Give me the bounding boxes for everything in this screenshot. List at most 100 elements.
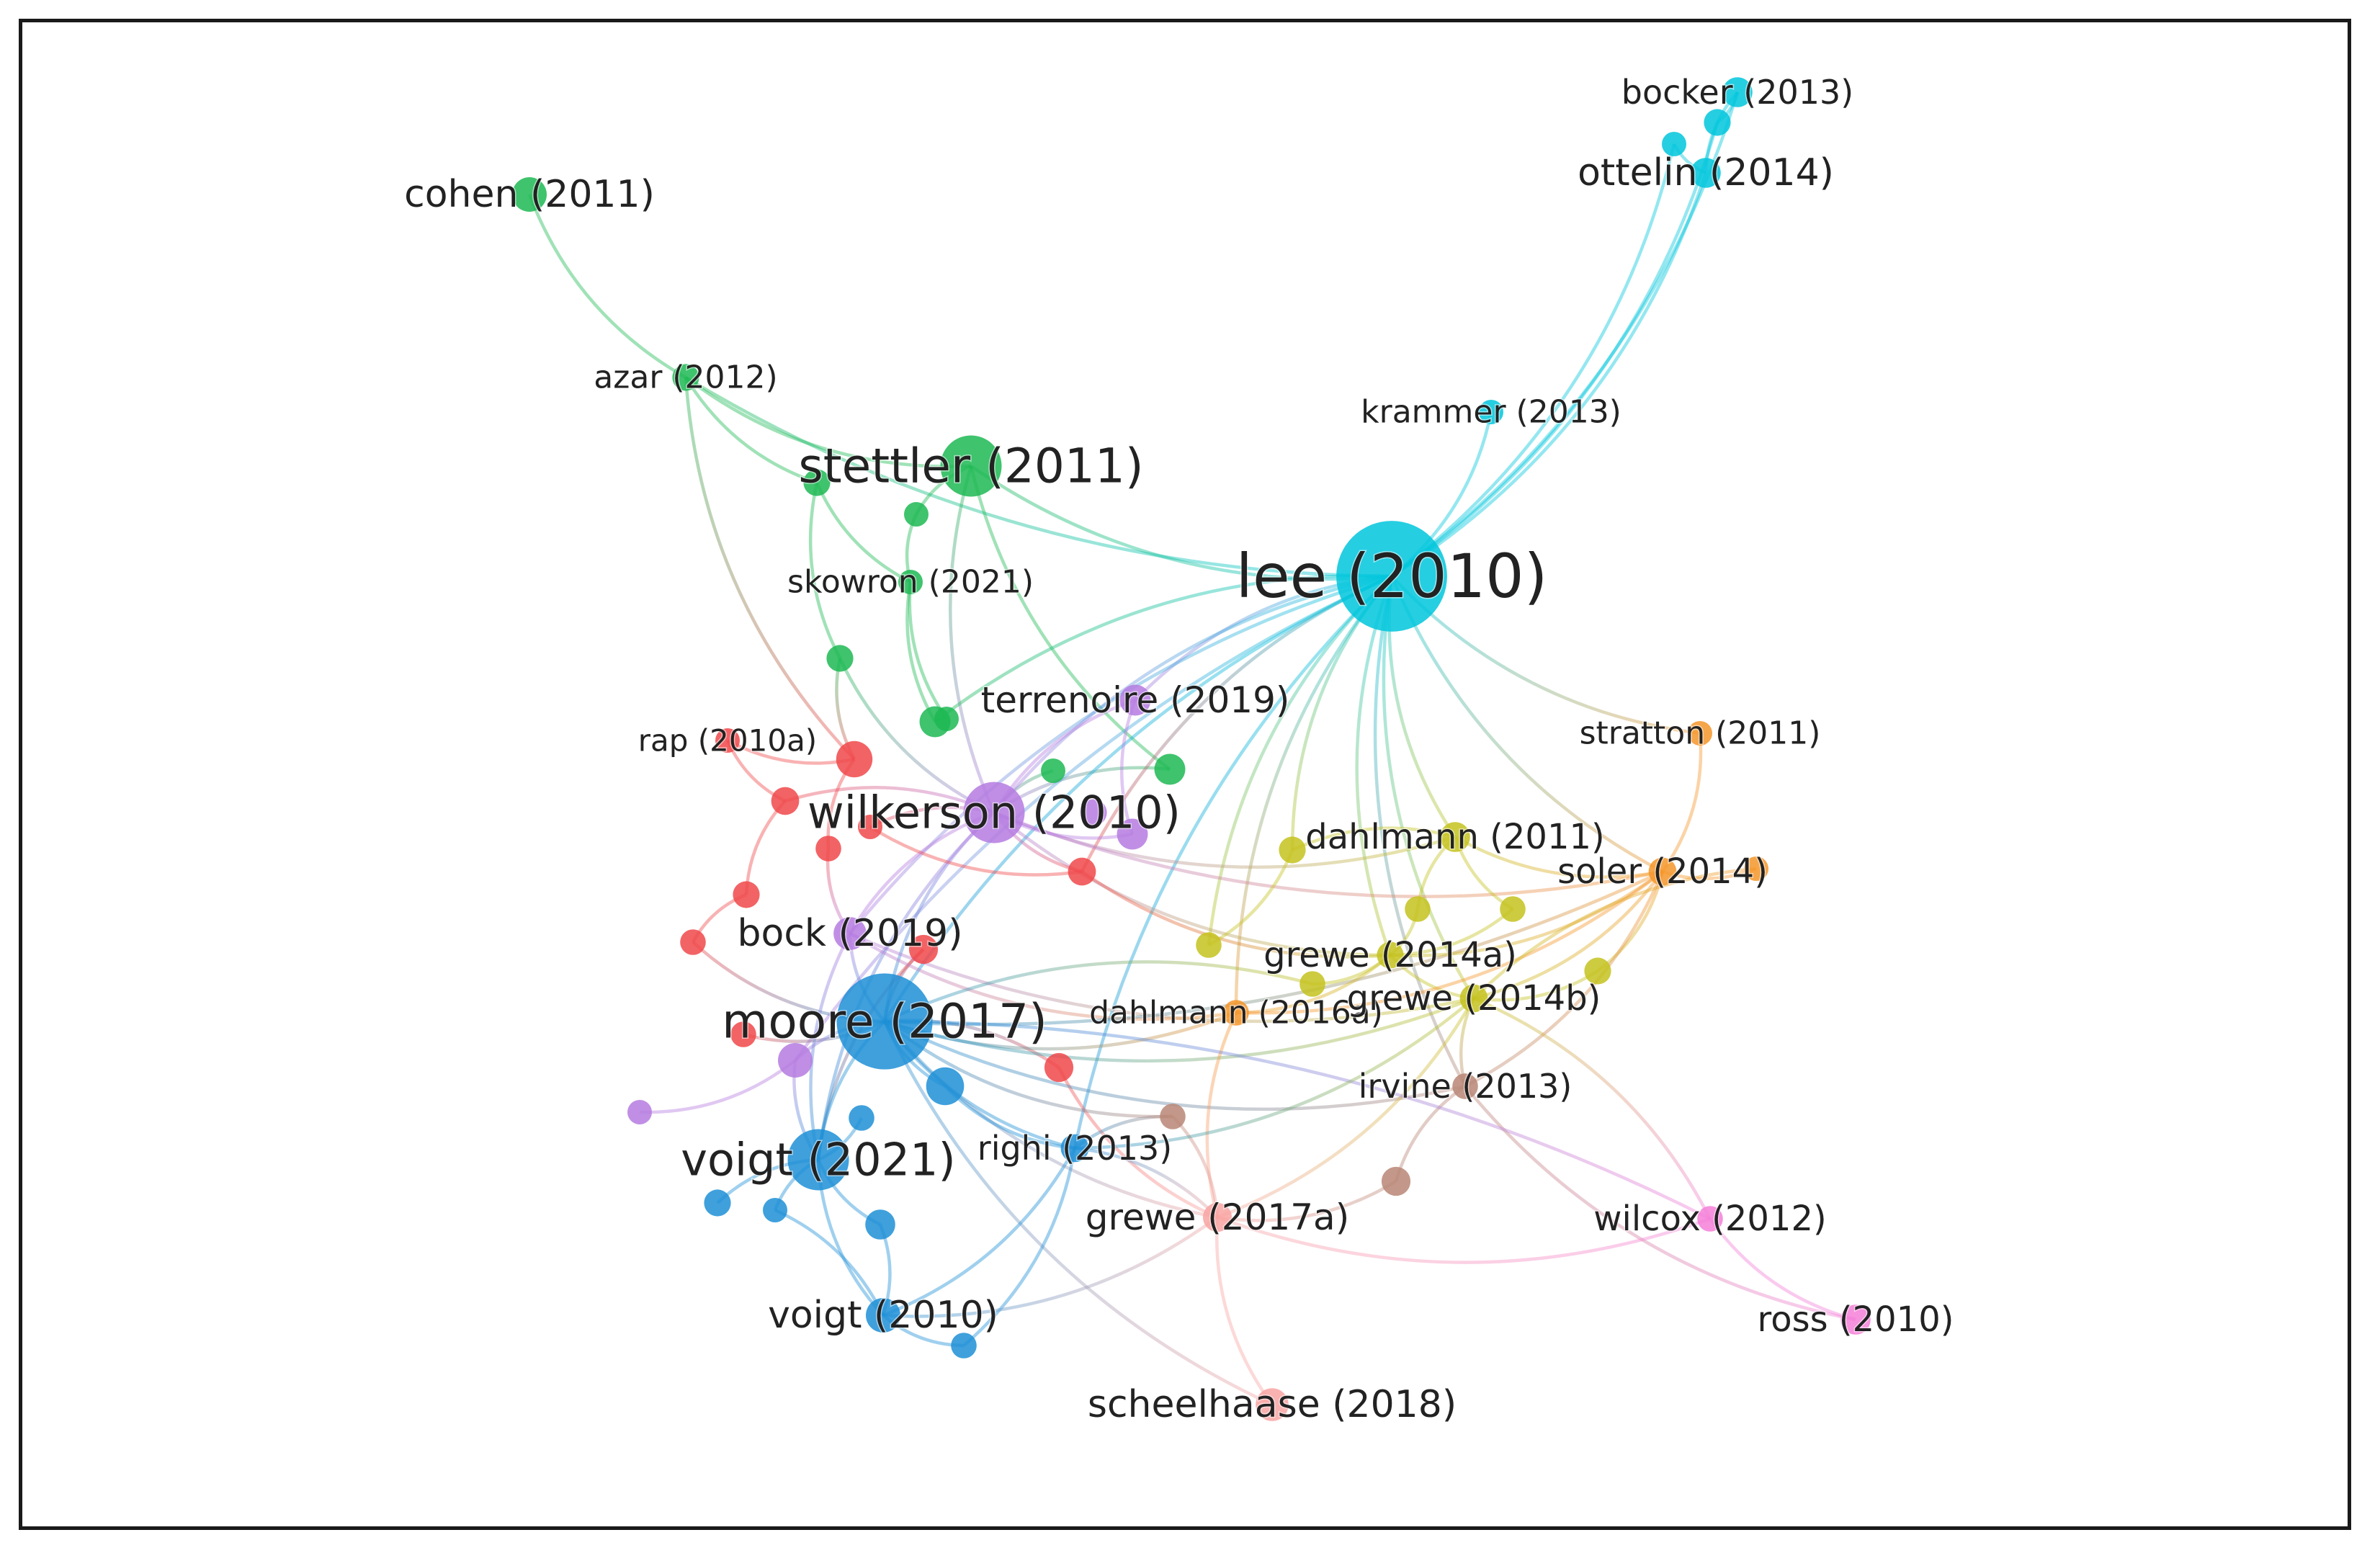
link-lee2010-c1	[1390, 143, 1676, 578]
link-r2-r5	[744, 800, 787, 895]
node-r2[interactable]	[771, 787, 800, 815]
node-g2[interactable]	[904, 502, 929, 527]
link-azar2012-g1	[684, 376, 818, 485]
node-righi2013[interactable]	[1060, 1134, 1089, 1163]
figure-frame	[19, 19, 2351, 1530]
node-y1[interactable]	[1279, 836, 1306, 864]
node-dahlmann2011[interactable]	[1440, 822, 1470, 852]
link-wilkerson2010-grewe2014a	[993, 811, 1391, 957]
node-terrenoire2019[interactable]	[1119, 684, 1151, 716]
node-stratton2011[interactable]	[1688, 721, 1712, 746]
node-lee2010[interactable]	[1336, 521, 1447, 632]
node-p1[interactable]	[1080, 799, 1107, 826]
node-label-skowron2021: skowron (2021)	[787, 564, 1034, 601]
node-voigt2021[interactable]	[787, 1129, 849, 1191]
node-b4[interactable]	[763, 1198, 787, 1222]
link-azar2012-lee2010	[684, 376, 1392, 578]
node-dahlmann2016a[interactable]	[1223, 1000, 1249, 1026]
node-krammer2013[interactable]	[1479, 400, 1503, 424]
node-b6[interactable]	[951, 1333, 977, 1359]
link-grewe2017a-scheelhaase2018	[1214, 1217, 1274, 1406]
node-irvine2013[interactable]	[1452, 1073, 1478, 1099]
node-moore2017[interactable]	[836, 973, 933, 1070]
node-br1[interactable]	[1381, 1166, 1411, 1196]
node-label-wilcox2012: wilcox (2012)	[1593, 1199, 1826, 1239]
node-voigt2010[interactable]	[866, 1298, 900, 1333]
node-cohen2011[interactable]	[512, 177, 547, 212]
node-wilkerson2010[interactable]	[963, 782, 1025, 843]
link-lee2010-y4	[1207, 575, 1393, 946]
link-y4-y1	[1207, 849, 1294, 946]
link-dahlmann2016a-grewe2017a	[1205, 1012, 1238, 1218]
link-moore2017-scheelhaase2018	[882, 1021, 1273, 1407]
link-azar2012-stettler2011	[684, 376, 972, 468]
node-grewe2014a[interactable]	[1377, 941, 1404, 969]
node-y2[interactable]	[1405, 896, 1431, 922]
node-label-scheelhaase2018: scheelhaase (2018)	[1088, 1383, 1457, 1426]
node-label-grewe2014a: grewe (2014a)	[1263, 935, 1517, 975]
node-r6[interactable]	[1068, 857, 1096, 886]
link-stettler2011-lee2010	[970, 465, 1392, 581]
node-r5[interactable]	[733, 881, 760, 908]
node-rap2010a[interactable]	[715, 728, 740, 753]
node-label-dahlmann2011: dahlmann (2011)	[1305, 817, 1605, 857]
node-g3[interactable]	[826, 645, 854, 672]
node-c1[interactable]	[1662, 132, 1686, 156]
link-wilcox2012-grewe2014b	[1473, 996, 1712, 1220]
node-label-irvine2013: irvine (2013)	[1359, 1067, 1572, 1106]
node-r9[interactable]	[1044, 1052, 1074, 1083]
node-b2[interactable]	[849, 1105, 874, 1131]
node-bock2019[interactable]	[833, 917, 867, 950]
node-ross2010[interactable]	[1840, 1304, 1871, 1335]
node-azar2012[interactable]	[672, 364, 699, 391]
node-r1[interactable]	[836, 740, 873, 778]
node-label-lee2010: lee (2010)	[1236, 541, 1548, 612]
link-moore2017-irvine2013	[884, 1019, 1466, 1111]
node-y6[interactable]	[1584, 957, 1611, 985]
link-grewe2014b-soler2014	[1473, 870, 1664, 1001]
node-o1[interactable]	[1744, 856, 1768, 881]
node-g5[interactable]	[1041, 758, 1065, 783]
link-r3-r6	[869, 825, 1083, 877]
node-grewe2014b[interactable]	[1459, 984, 1488, 1013]
node-g1[interactable]	[803, 469, 831, 496]
node-r8[interactable]	[908, 934, 939, 965]
node-grewe2017a[interactable]	[1202, 1202, 1232, 1232]
link-wilkerson2010-soler2014	[993, 810, 1663, 899]
node-y4[interactable]	[1196, 932, 1222, 958]
node-g6[interactable]	[1154, 753, 1186, 785]
node-skowron2021[interactable]	[898, 570, 923, 594]
link-soler2014-stratton2011	[1661, 733, 1703, 873]
link-lee2010-ottelin2014	[1390, 172, 1708, 578]
node-stettler2011[interactable]	[940, 435, 1002, 497]
link-dahlmann2011-y1	[1292, 826, 1456, 852]
node-g7[interactable]	[919, 706, 951, 738]
link-righi2013-grewe2014b	[1074, 997, 1475, 1150]
node-scheelhaase2018[interactable]	[1256, 1388, 1289, 1421]
node-label-ross2010: ross (2010)	[1758, 1299, 1954, 1340]
link-azar2012-r1	[684, 377, 856, 761]
node-p2[interactable]	[1117, 818, 1148, 850]
node-wilcox2012[interactable]	[1697, 1206, 1723, 1232]
node-ottelin2014[interactable]	[1691, 158, 1721, 188]
node-b1[interactable]	[926, 1067, 965, 1106]
node-b5[interactable]	[865, 1209, 895, 1240]
node-c2[interactable]	[1704, 109, 1731, 136]
node-y5[interactable]	[1299, 971, 1325, 997]
node-bocker2013[interactable]	[1722, 77, 1753, 107]
node-r3[interactable]	[858, 815, 882, 839]
node-p4[interactable]	[627, 1100, 652, 1124]
node-label-moore2017: moore (2017)	[722, 994, 1047, 1049]
node-br2[interactable]	[1160, 1104, 1186, 1129]
node-r4[interactable]	[815, 836, 841, 861]
node-b3[interactable]	[704, 1189, 731, 1217]
node-r10[interactable]	[730, 1021, 756, 1047]
node-y3[interactable]	[1500, 896, 1526, 922]
node-p3[interactable]	[778, 1043, 813, 1078]
node-label-azar2012: azar (2012)	[594, 359, 777, 396]
node-r7[interactable]	[680, 929, 706, 955]
node-soler2014[interactable]	[1648, 857, 1677, 886]
link-lee2010-irvine2013	[1373, 576, 1467, 1088]
link-bock2019-dahlmann2016a	[849, 932, 1237, 1021]
